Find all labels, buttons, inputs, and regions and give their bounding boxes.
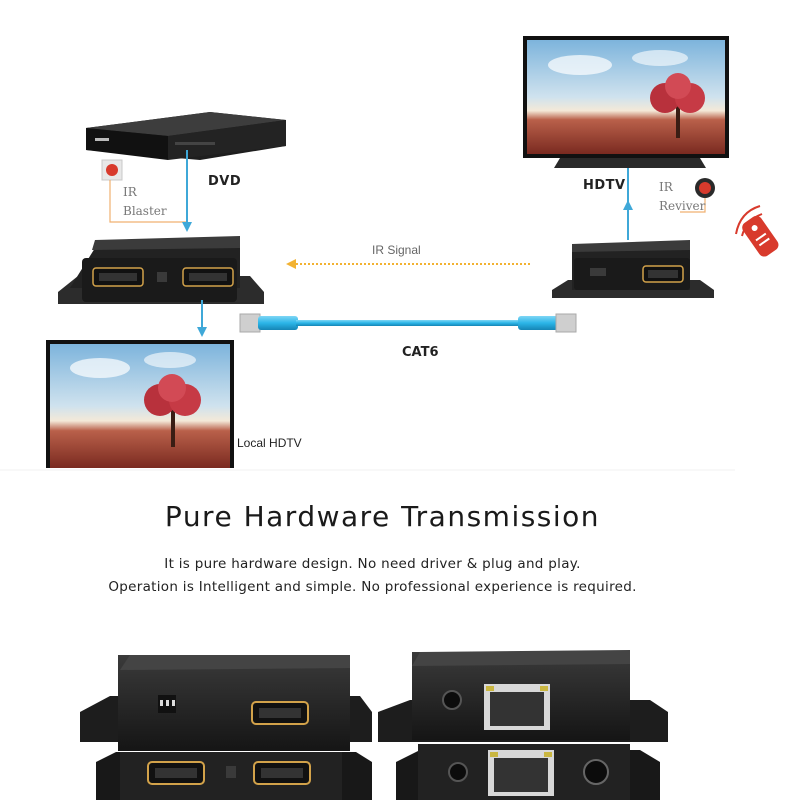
hdmi-transmitter <box>58 236 264 304</box>
dvd-label: DVD <box>208 174 242 189</box>
dvd-player <box>86 112 286 160</box>
hdtv-label: HDTV <box>583 178 626 193</box>
ir-receiver-label-line1: IR <box>659 180 674 194</box>
remote-control-icon <box>735 205 779 257</box>
local-hdtv-label: Local HDTV <box>237 436 302 450</box>
ir-blaster-label-line1: IR <box>123 185 138 199</box>
hdmi-receiver <box>552 240 714 298</box>
cat6-label: CAT6 <box>402 345 439 360</box>
description-line-1: It is pure hardware design. No need driv… <box>164 556 581 572</box>
ir-signal-label: IR Signal <box>372 243 421 257</box>
cat6-cable <box>239 313 577 333</box>
page-headline: Pure Hardware Transmission <box>164 500 601 533</box>
ir-blaster-sensor <box>101 159 186 223</box>
receiver-unit-photo <box>378 650 668 800</box>
ir-receiver-label-line2: Reviver <box>659 199 706 213</box>
description-line-2: Operation is Intelligent and simple. No … <box>108 579 637 595</box>
local-hdtv <box>46 340 234 468</box>
ir-blaster-label-line2: Blaster <box>123 204 167 218</box>
remote-hdtv <box>523 36 729 168</box>
transmitter-unit-photo <box>80 655 372 800</box>
ir-receiver-sensor <box>680 178 715 213</box>
